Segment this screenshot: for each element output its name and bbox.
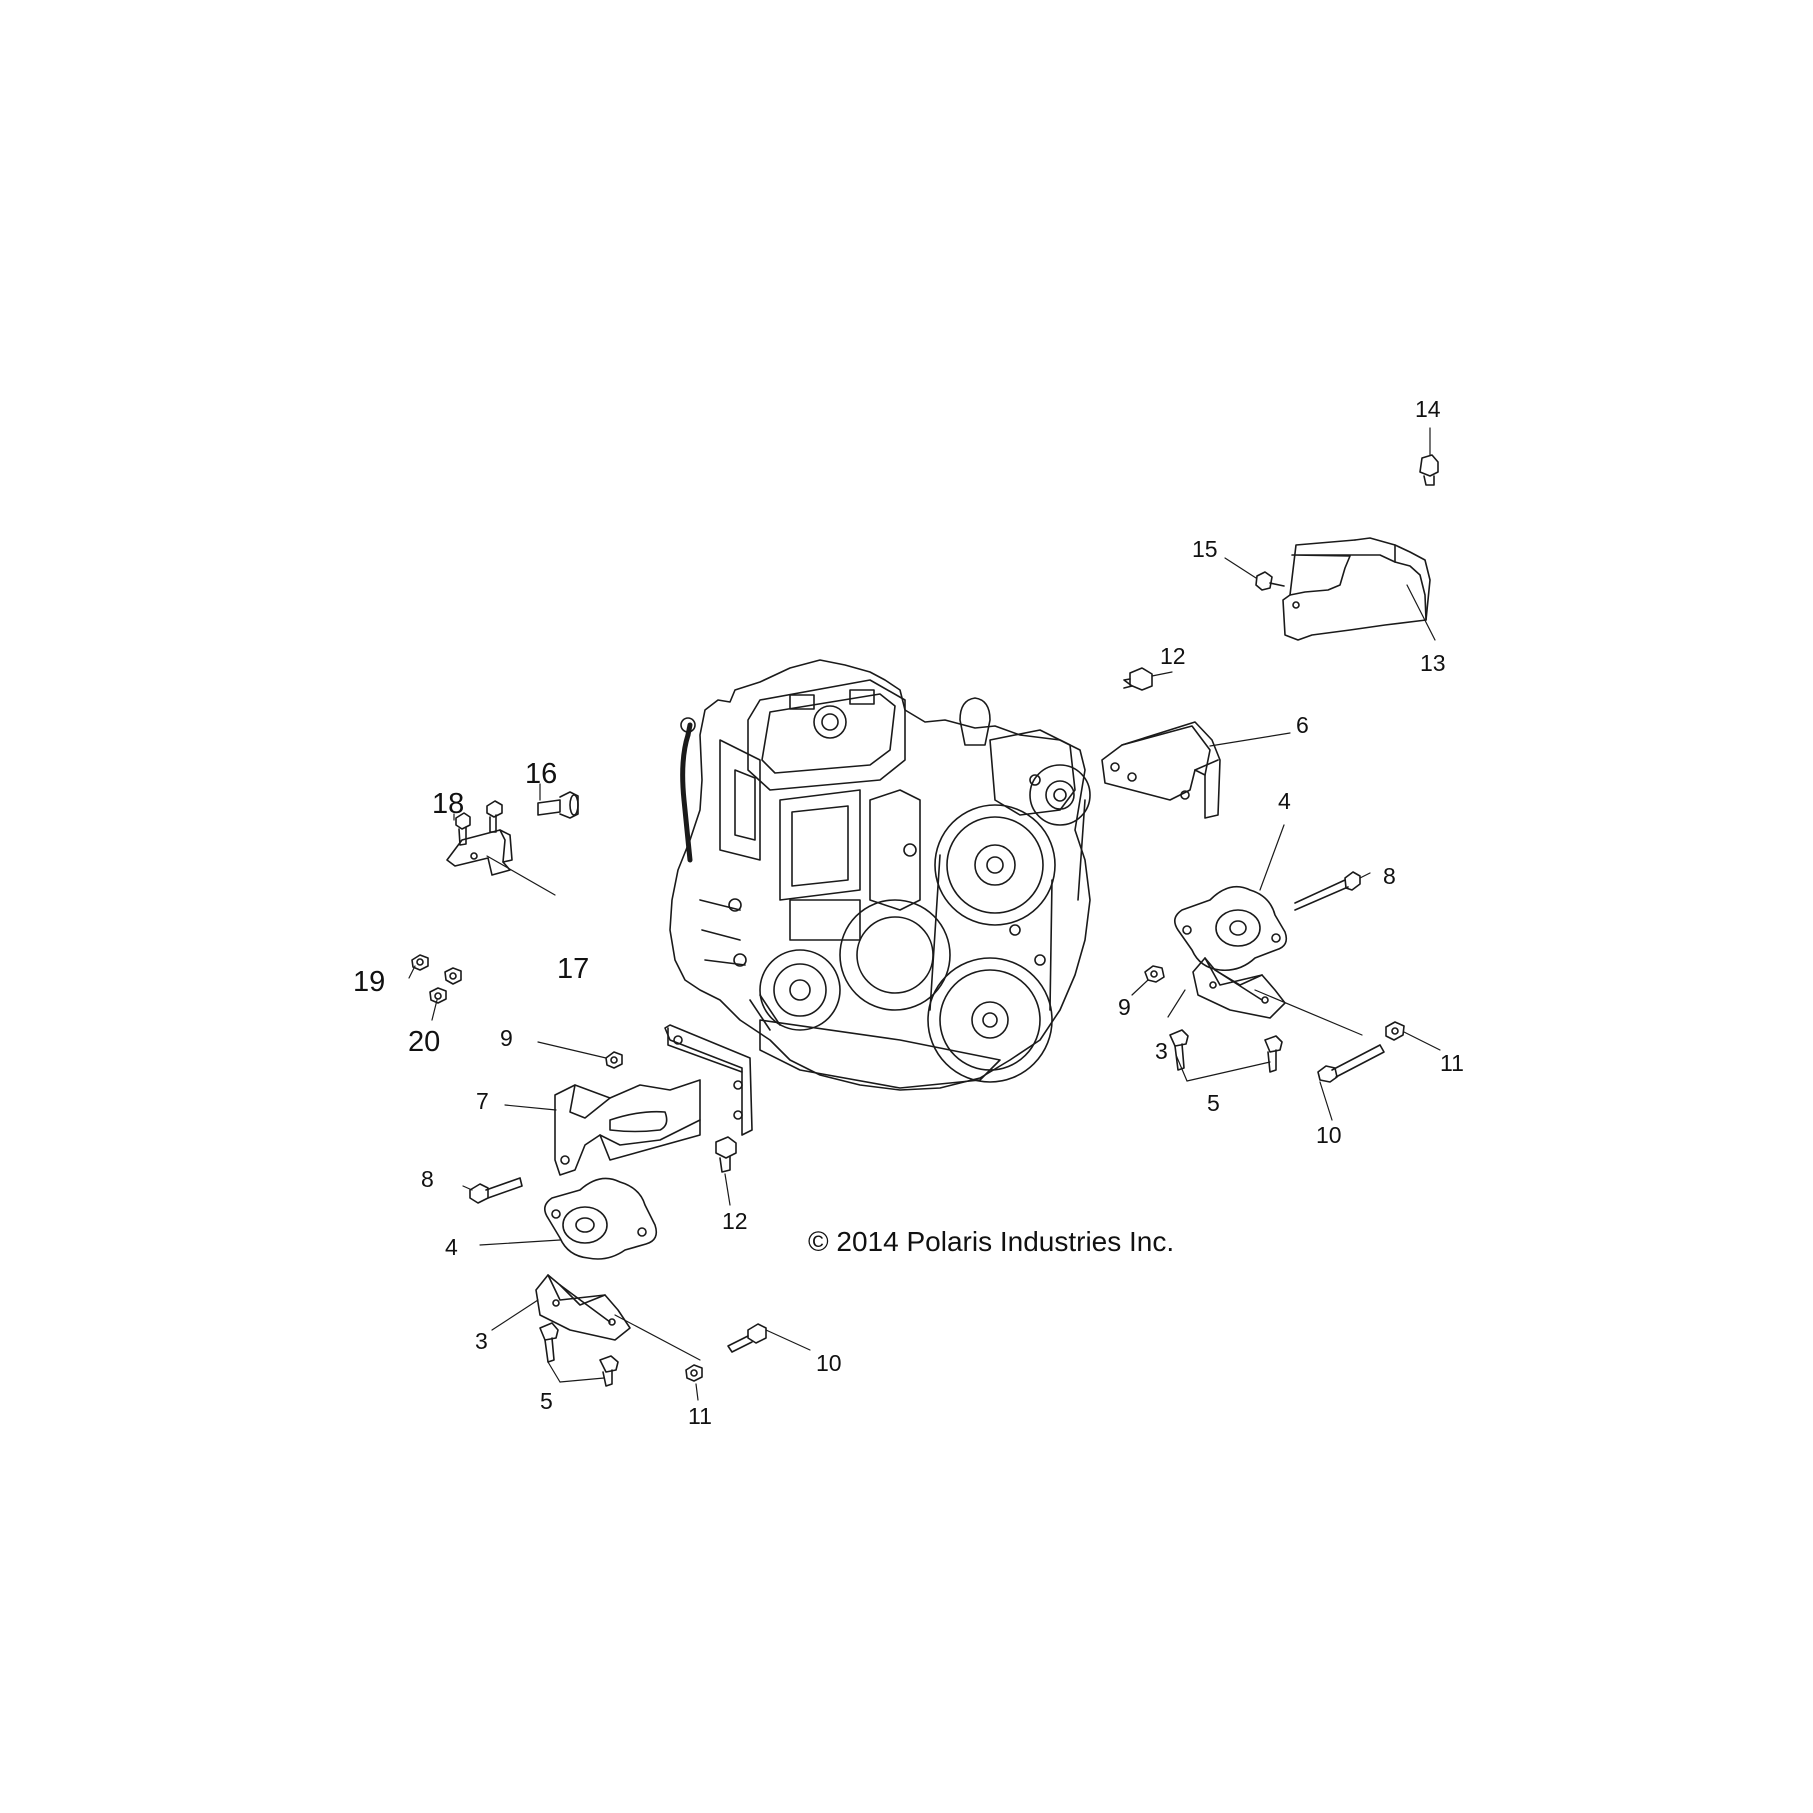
bolt-10-right bbox=[1317, 1044, 1385, 1083]
callout-11-left: 11 bbox=[688, 1403, 712, 1429]
callout-10-right: 10 bbox=[1316, 1122, 1342, 1148]
callout-18: 18 bbox=[432, 788, 465, 820]
callout-19: 19 bbox=[353, 966, 386, 998]
bolts-5-right bbox=[1169, 1029, 1283, 1073]
callout-5-right: 5 bbox=[1207, 1090, 1220, 1116]
mount-bracket-lower-right bbox=[1192, 957, 1363, 1036]
callout-9-right: 9 bbox=[1118, 994, 1131, 1020]
callout-16: 16 bbox=[525, 758, 558, 790]
nut-9-left bbox=[605, 1051, 623, 1069]
callout-4-left: 4 bbox=[445, 1234, 458, 1260]
callout-10-left: 10 bbox=[816, 1350, 842, 1376]
callout-5-left: 5 bbox=[540, 1388, 553, 1414]
push-rivet-14 bbox=[1419, 454, 1439, 486]
callout-3-right: 3 bbox=[1155, 1038, 1168, 1064]
callout-13: 13 bbox=[1420, 650, 1446, 676]
bolts-5-left bbox=[539, 1322, 619, 1387]
callout-8-left: 8 bbox=[421, 1166, 434, 1192]
leader-lines bbox=[408, 427, 1441, 1401]
bolt-8-right bbox=[1294, 871, 1361, 911]
callout-17: 17 bbox=[557, 953, 590, 985]
bolt-16 bbox=[537, 791, 579, 819]
callout-9-left: 9 bbox=[500, 1025, 513, 1051]
callout-20: 20 bbox=[408, 1026, 441, 1058]
nuts-20 bbox=[429, 967, 462, 1004]
nut-11-left bbox=[685, 1364, 703, 1382]
bolt-8-left bbox=[469, 1177, 523, 1204]
rear-heat-shield bbox=[1282, 537, 1431, 641]
screw-15 bbox=[1255, 571, 1285, 591]
callout-6: 6 bbox=[1296, 712, 1309, 738]
callout-11-right: 11 bbox=[1440, 1050, 1464, 1076]
flange-bolt-12-top bbox=[1123, 667, 1153, 691]
copyright-notice: © 2014 Polaris Industries Inc. bbox=[808, 1226, 1175, 1257]
callout-15: 15 bbox=[1192, 536, 1218, 562]
engine-assembly bbox=[669, 659, 1091, 1091]
upper-mount-bracket bbox=[1101, 721, 1221, 819]
nut-11-right bbox=[1385, 1021, 1405, 1041]
flange-bolt-12-left bbox=[715, 1136, 737, 1173]
breather-bracket-17 bbox=[446, 829, 513, 876]
callout-4-right: 4 bbox=[1278, 788, 1291, 814]
callout-8-right: 8 bbox=[1383, 863, 1396, 889]
front-mount-bracket-7 bbox=[554, 1024, 753, 1176]
callout-12-top: 12 bbox=[1160, 643, 1186, 669]
callout-14: 14 bbox=[1415, 396, 1441, 422]
nut-19 bbox=[411, 954, 429, 971]
callout-7: 7 bbox=[476, 1088, 489, 1114]
engine-mount-isolator-left bbox=[544, 1177, 658, 1260]
bolt-10-left bbox=[727, 1323, 767, 1353]
engine-mount-isolator-right bbox=[1174, 885, 1288, 972]
callout-12-left: 12 bbox=[722, 1208, 748, 1234]
callout-3-left: 3 bbox=[475, 1328, 488, 1354]
mount-bracket-lower-left bbox=[535, 1274, 701, 1361]
